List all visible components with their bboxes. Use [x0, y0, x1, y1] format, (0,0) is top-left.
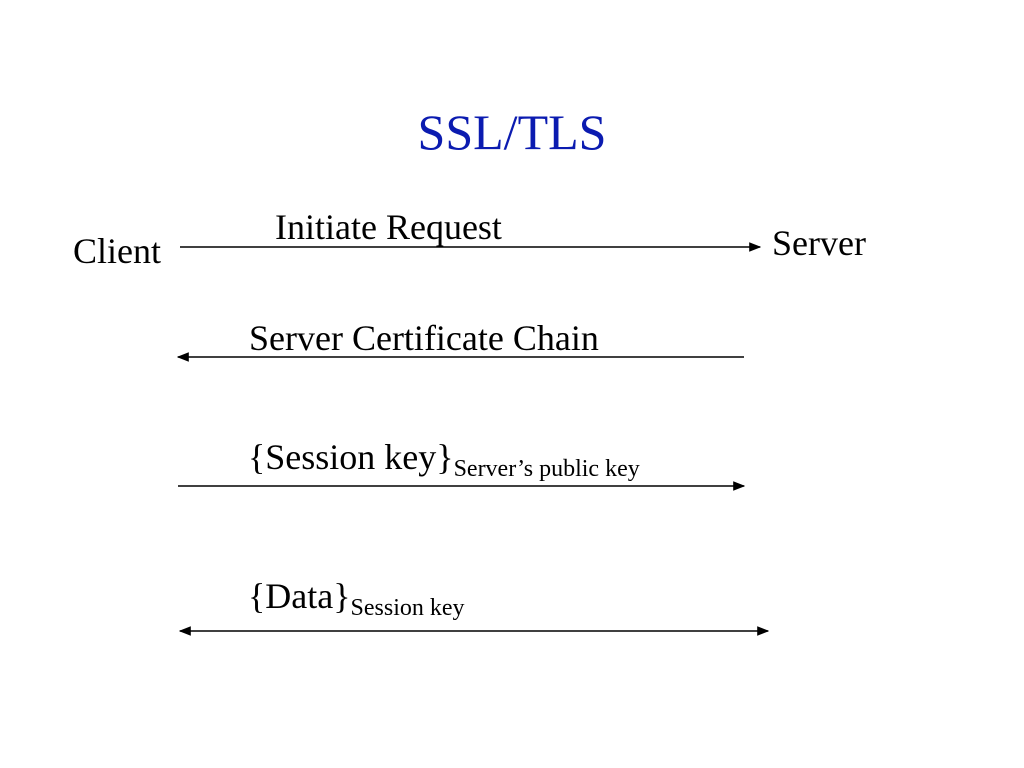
message-session-key: {Session key}Server’s public key: [248, 435, 640, 482]
server-label: Server: [772, 223, 866, 263]
message-initiate-request: Initiate Request: [275, 205, 502, 249]
message-label: {Session key}: [248, 437, 454, 477]
message-label: Initiate Request: [275, 207, 502, 247]
message-data: {Data}Session key: [248, 574, 465, 621]
slide-title: SSL/TLS: [417, 104, 607, 160]
message-subscript: Server’s public key: [453, 456, 640, 482]
client-label: Client: [73, 231, 161, 271]
message-label: {Data}: [248, 576, 351, 616]
message-subscript: Session key: [350, 595, 465, 621]
message-label: Server Certificate Chain: [249, 318, 599, 358]
message-server-certificate-chain: Server Certificate Chain: [249, 316, 599, 360]
